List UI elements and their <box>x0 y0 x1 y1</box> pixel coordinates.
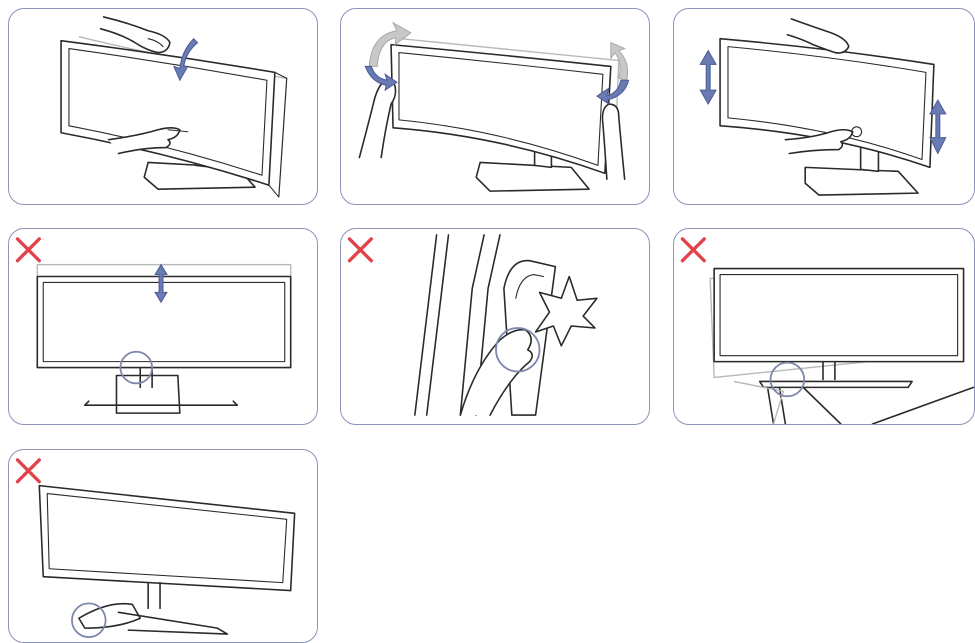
prohibited-tilt-desk-illustration <box>674 229 974 424</box>
x-mark-icon <box>18 460 40 482</box>
highlight-circle-icon <box>771 363 805 397</box>
x-mark-icon <box>682 239 704 261</box>
hand-icon <box>359 80 395 158</box>
x-mark-icon <box>17 239 39 261</box>
panel-prohibited-pinch <box>340 228 650 425</box>
panel-tilt-monitor <box>8 8 318 205</box>
panel-height-adjust <box>673 8 975 205</box>
monitor-tilt-illustration <box>9 9 317 204</box>
panel-prohibited-stand-lifted <box>8 449 318 643</box>
panel-swivel-monitor <box>340 8 650 205</box>
panel-prohibited-tilt-desk <box>673 228 975 425</box>
prohibited-pinch-illustration <box>341 229 649 424</box>
prohibited-stand-lifted-illustration <box>9 450 317 642</box>
monitor-height-illustration <box>674 9 974 204</box>
hand-icon <box>602 104 624 179</box>
panel-prohibited-lift <box>8 228 318 425</box>
double-arrow-icon <box>700 51 716 104</box>
prohibited-lift-illustration <box>9 229 317 424</box>
monitor-swivel-illustration <box>341 9 649 204</box>
x-mark-icon <box>349 239 371 261</box>
